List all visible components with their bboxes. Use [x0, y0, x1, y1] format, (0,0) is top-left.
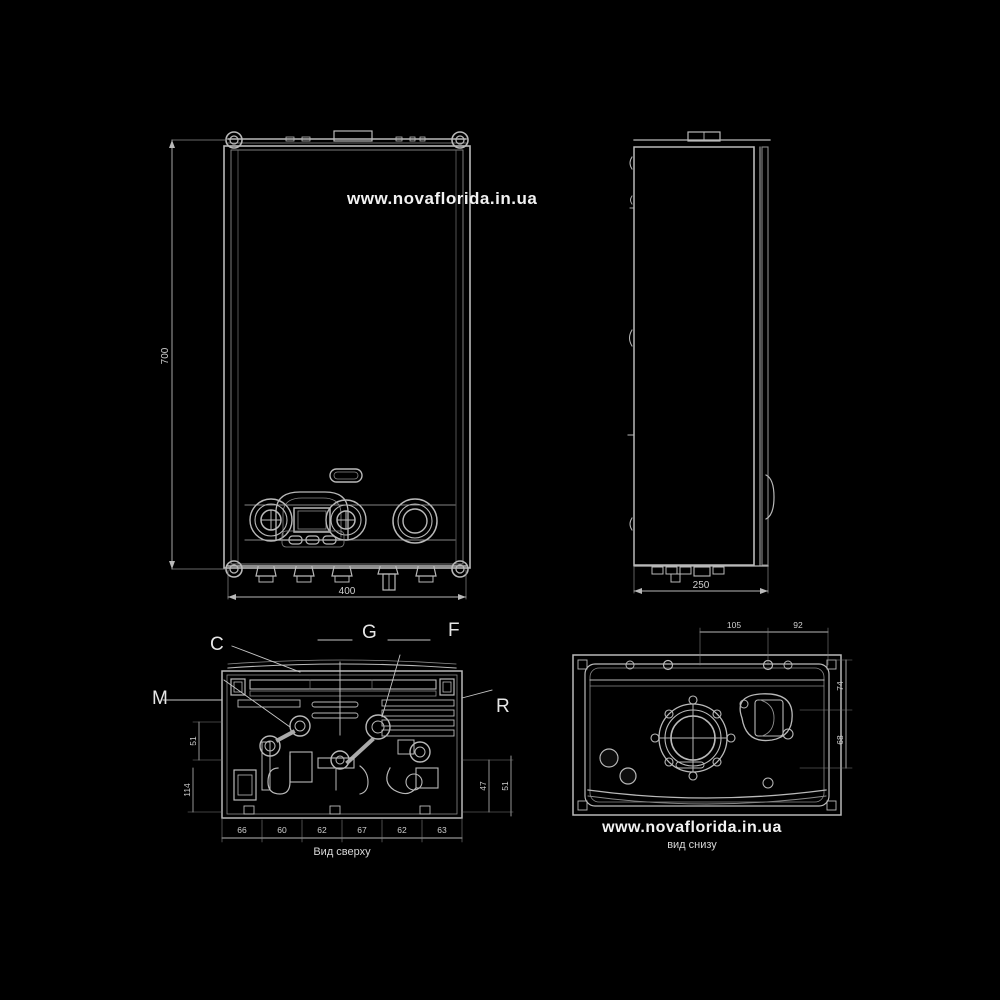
- panel-button-2[interactable]: [305, 535, 320, 545]
- callout-F: F: [448, 620, 460, 641]
- bottom-front-lip: [587, 789, 827, 799]
- bottom-top-dim-2: 92: [793, 620, 803, 630]
- bottom-right-dim-1: 74: [835, 681, 845, 691]
- watermark-bottom: www.novaflorida.in.ua: [601, 819, 782, 836]
- heat-exchanger: [249, 679, 437, 690]
- top-bottom-dim-6: 63: [437, 825, 447, 835]
- top-assembly-caption: Вид сверху: [313, 846, 371, 858]
- console-shell: [275, 491, 349, 541]
- lcd-display: [293, 507, 331, 533]
- display-slot: [329, 468, 363, 483]
- side-depth-dimension: [633, 566, 769, 594]
- front-height-value: 700: [160, 347, 171, 364]
- bottom-top-dimensions: [699, 627, 829, 666]
- top-left-dim-1: 51: [188, 736, 198, 746]
- front-casing-inner: [230, 149, 464, 565]
- bottom-view: [572, 627, 853, 816]
- top-bracket: [333, 130, 373, 142]
- callout-leaders: [162, 639, 493, 736]
- fan-housing: [739, 693, 794, 742]
- side-view: [627, 131, 775, 594]
- pressure-gauge: [392, 498, 438, 544]
- side-depth-value: 250: [693, 580, 710, 591]
- left-knob[interactable]: [249, 498, 293, 542]
- top-bottom-dim-5: 62: [397, 825, 407, 835]
- panel-button-3[interactable]: [322, 535, 337, 545]
- watermark-front: www.novaflorida.in.ua: [346, 189, 537, 208]
- front-width-dimension: [227, 569, 467, 600]
- top-cover-arc: [227, 663, 457, 669]
- top-right-dimensions: [461, 755, 514, 817]
- top-left-dim-2: 114: [182, 783, 192, 797]
- callout-C: C: [210, 634, 224, 655]
- front-casing-outer: [223, 145, 471, 569]
- top-bottom-dim-2: 60: [277, 825, 287, 835]
- front-view: [169, 130, 471, 600]
- top-right-dim-1: 47: [478, 781, 488, 791]
- callout-M: M: [152, 688, 168, 709]
- hydraulic-block: [233, 714, 439, 815]
- control-panel[interactable]: [244, 468, 456, 548]
- flue-collar: [650, 695, 736, 781]
- top-assembly-view: [162, 639, 514, 843]
- front-height-dimension: [169, 139, 227, 570]
- side-latch: [765, 474, 775, 520]
- bottom-right-dim-2: 68: [835, 735, 845, 745]
- bottom-view-frame: [572, 654, 842, 816]
- top-bottom-dim-4: 67: [357, 825, 367, 835]
- front-width-value: 400: [339, 586, 356, 597]
- top-right-dim-2: 51: [500, 781, 510, 791]
- callout-G: G: [362, 622, 377, 643]
- bottom-view-caption: вид снизу: [667, 839, 717, 851]
- right-knob[interactable]: [325, 499, 367, 541]
- front-bottom-connections: [225, 560, 469, 591]
- top-bottom-dim-1: 66: [237, 825, 247, 835]
- callout-R: R: [496, 696, 510, 717]
- top-bottom-dim-3: 62: [317, 825, 327, 835]
- top-left-dimensions: [187, 721, 223, 813]
- panel-button-1[interactable]: [288, 535, 303, 545]
- top-assembly-frame: [221, 670, 463, 819]
- bottom-right-dimensions: [799, 659, 853, 769]
- top-bottom-dimension-chain: [221, 817, 463, 843]
- bottom-top-dim-1: 105: [727, 620, 741, 630]
